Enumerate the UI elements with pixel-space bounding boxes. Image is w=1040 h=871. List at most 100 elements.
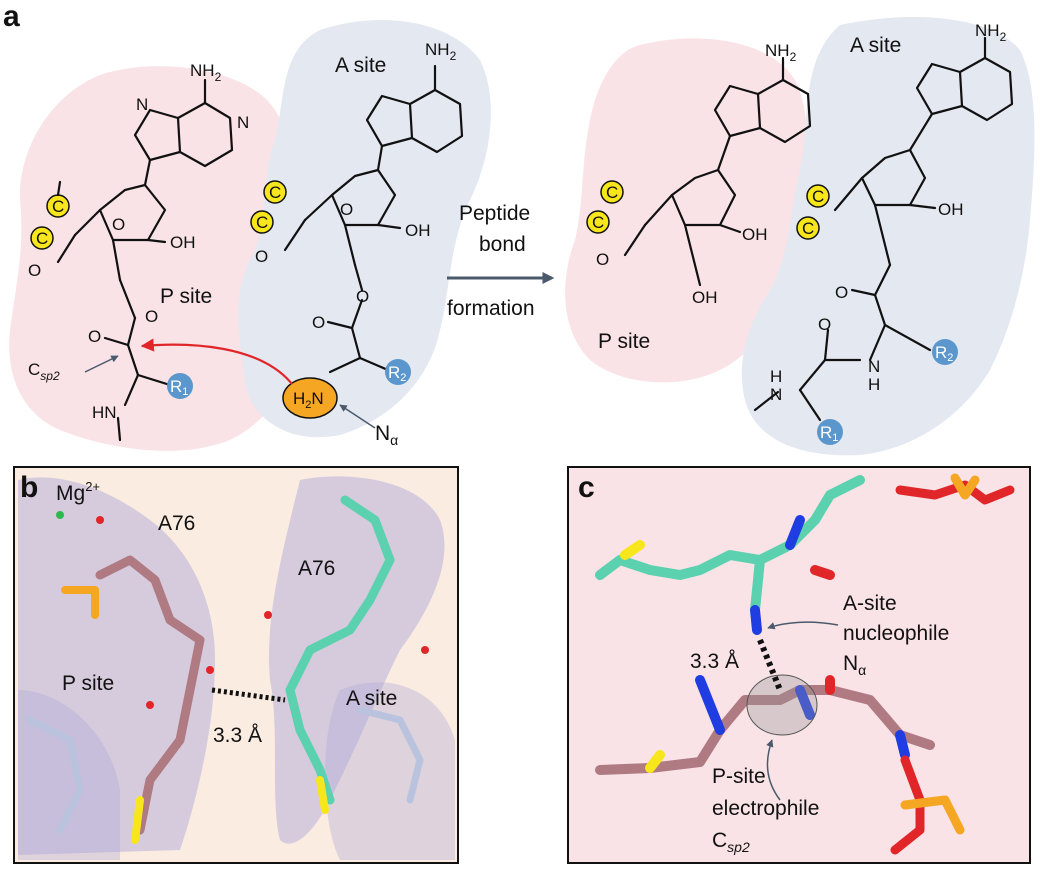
p-adenine bbox=[133, 78, 234, 187]
a-adenine bbox=[365, 64, 464, 172]
right-a-amine-label: NH2 bbox=[975, 21, 1007, 44]
csp2-label: Csp2 bbox=[28, 360, 60, 383]
p-n-c bbox=[795, 685, 815, 720]
nalpha-pointer bbox=[339, 404, 376, 429]
a-ribose bbox=[283, 168, 402, 374]
p-n2-c bbox=[895, 730, 910, 760]
a-site-label-left: A site bbox=[335, 54, 386, 77]
right-p-adenine bbox=[623, 56, 812, 287]
right-a-c-circle-1 bbox=[806, 184, 830, 208]
right-hn-h-label: H bbox=[770, 367, 782, 386]
p-oh-label: OH bbox=[170, 233, 196, 252]
panel-label-a: a bbox=[3, 0, 20, 33]
water-3 bbox=[146, 701, 154, 709]
r2-circle bbox=[385, 359, 411, 385]
a-ester-o-label: O bbox=[356, 287, 369, 306]
a-c-circle-2 bbox=[250, 210, 274, 234]
p-residue-stick bbox=[26, 716, 84, 834]
hbond-distance-b bbox=[211, 687, 286, 703]
right-amide-o-label: O bbox=[818, 315, 831, 334]
hbond-distance-c bbox=[757, 638, 783, 692]
right-p-c-circle-1 bbox=[600, 180, 624, 204]
right-nh-label: N bbox=[868, 357, 880, 376]
right-p-oh2-label: OH bbox=[692, 288, 718, 307]
electrophile-density-c bbox=[746, 674, 818, 736]
p-site-chain-c bbox=[595, 685, 935, 775]
right-a-adenine bbox=[753, 36, 1014, 422]
a-carbonyl-o-label: O bbox=[312, 313, 325, 332]
a-sulfur-c bbox=[620, 540, 645, 560]
p-ester-o-label: O bbox=[145, 307, 158, 326]
right-a-oh-label: OH bbox=[938, 200, 964, 219]
right-hn-n-label: N bbox=[770, 385, 782, 404]
p-n-label-2: N bbox=[136, 95, 148, 114]
right-a-c-circle-2 bbox=[796, 216, 820, 240]
right-a-c-label-1: C bbox=[812, 187, 824, 206]
p-hn-label: HN bbox=[92, 403, 117, 422]
electrophile-pointer bbox=[766, 739, 781, 801]
a-c-label-2: C bbox=[256, 213, 268, 232]
a-ring-o-label: O bbox=[340, 200, 353, 219]
a-c-label-1: C bbox=[269, 183, 281, 202]
water-2 bbox=[264, 611, 272, 619]
r1-label: R1 bbox=[170, 377, 188, 398]
p-site-label-left: P site bbox=[160, 285, 212, 308]
a-sulfur bbox=[316, 776, 329, 814]
csp2-pointer bbox=[84, 355, 119, 373]
reaction-label-bond: bond bbox=[479, 233, 526, 256]
p-site-background-right bbox=[565, 38, 808, 383]
nucleophile-pointer bbox=[767, 621, 839, 630]
electrophile-line1: P-site bbox=[712, 765, 766, 788]
right-p-c-label-1: C bbox=[606, 183, 618, 202]
panel-c bbox=[567, 466, 1031, 864]
r2-label: R2 bbox=[388, 363, 406, 384]
density-lower-left bbox=[18, 690, 120, 860]
water-5 bbox=[421, 646, 429, 654]
right-p-o-label: O bbox=[596, 250, 609, 269]
distance-label-b: 3.3 Å bbox=[213, 724, 262, 747]
r1-circle bbox=[167, 373, 193, 399]
p-phosphate-p-c bbox=[900, 795, 965, 835]
p-site-label-right: P site bbox=[598, 330, 650, 353]
right-a-c-label-2: C bbox=[802, 219, 814, 238]
p-phosphate-o-c bbox=[890, 755, 925, 855]
p-carbonyl-o-label: O bbox=[88, 327, 101, 346]
p-ring-o-label: O bbox=[112, 215, 125, 234]
p-c-label-2: C bbox=[36, 229, 48, 248]
p-phosphate bbox=[61, 586, 99, 619]
nucleophilic-attack-arrow bbox=[140, 338, 293, 385]
right-p-oh-label: OH bbox=[742, 225, 768, 244]
p-5-o-label: O bbox=[28, 261, 41, 280]
p-trna-stick bbox=[95, 555, 205, 835]
amine-h2n-label: H2N bbox=[293, 389, 324, 411]
a-carbonyl-o-c bbox=[810, 565, 835, 580]
water-1 bbox=[96, 516, 104, 524]
right-r2-label: R2 bbox=[935, 343, 953, 364]
a-calpha-c bbox=[750, 555, 765, 615]
right-r1-label: R1 bbox=[820, 423, 838, 444]
reaction-label-formation: formation bbox=[447, 297, 535, 320]
a-residue-stick bbox=[356, 706, 424, 804]
mg-ion bbox=[56, 511, 64, 519]
a-site-label-right: A site bbox=[850, 34, 901, 57]
amine-h2n-ellipse bbox=[282, 377, 338, 419]
a-nalpha-c bbox=[750, 605, 762, 635]
a-c-circle-1 bbox=[263, 180, 287, 204]
p-site-label-b: P site bbox=[62, 672, 114, 695]
p-aminoacyl bbox=[103, 278, 172, 442]
p-c-label-1: C bbox=[52, 197, 64, 216]
right-r1-circle bbox=[817, 419, 843, 445]
right-nh-h-label: H bbox=[868, 375, 880, 394]
density-lower-right bbox=[325, 682, 455, 860]
p-sulfur-c bbox=[645, 750, 665, 773]
electrophile-line3: Csp2 bbox=[712, 829, 750, 855]
right-p-c-label-2: C bbox=[592, 213, 604, 232]
a-site-chain-c bbox=[595, 475, 865, 580]
panel-label-b: b bbox=[20, 471, 38, 504]
panel-label-c: c bbox=[578, 471, 595, 504]
a76-p-label: A76 bbox=[158, 512, 195, 535]
p-site-background bbox=[9, 66, 292, 451]
p-amine-label: NH2 bbox=[190, 61, 222, 84]
nucleophile-line3: Nα bbox=[843, 652, 866, 678]
p-amine-n-c bbox=[695, 675, 725, 735]
